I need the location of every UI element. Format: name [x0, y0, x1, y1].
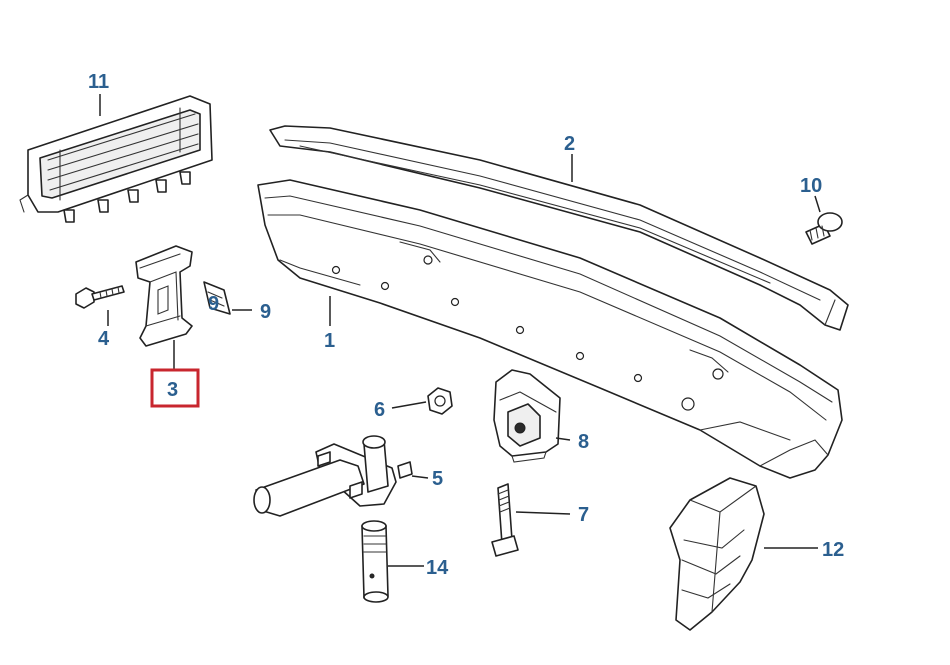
- part-6-nut: [427, 387, 453, 415]
- callout-labels: 11 2 10 1 4 3 9 9 6 8 5 7 14 12: [88, 71, 844, 579]
- callout-7: 7: [578, 504, 589, 526]
- callout-9-b: 9: [260, 301, 271, 323]
- part-10-bolt: [805, 212, 843, 245]
- callout-9-a: 9: [208, 293, 219, 315]
- part-14-sleeve: [361, 520, 389, 603]
- callout-1: 1: [324, 330, 335, 352]
- callout-14: 14: [426, 557, 449, 579]
- part-1-bumper-carrier: [257, 179, 843, 479]
- callout-10: 10: [800, 175, 822, 197]
- part-11-grille: [19, 95, 213, 223]
- part-2-bumper-strip: [269, 125, 849, 331]
- part-8-mounting-bracket: [493, 369, 561, 463]
- grille-clips: [63, 171, 191, 223]
- callout-8: 8: [578, 431, 589, 453]
- callout-3: 3: [167, 379, 178, 401]
- callout-2: 2: [564, 133, 575, 155]
- part-5-tow-bracket: [253, 435, 413, 517]
- part-9-clip: [203, 281, 231, 315]
- callout-6: 6: [374, 399, 385, 421]
- leader-lines: [99, 94, 821, 567]
- part-3-bracket: [135, 245, 193, 347]
- highlight-box: [150, 368, 200, 408]
- part-12-side-bracket: [669, 477, 765, 631]
- part-7-bolt: [491, 483, 519, 557]
- part-4-screw: [75, 285, 125, 309]
- callout-4: 4: [98, 328, 110, 350]
- callout-11: 11: [88, 71, 109, 93]
- callout-12: 12: [822, 539, 844, 561]
- callout-5: 5: [432, 468, 443, 490]
